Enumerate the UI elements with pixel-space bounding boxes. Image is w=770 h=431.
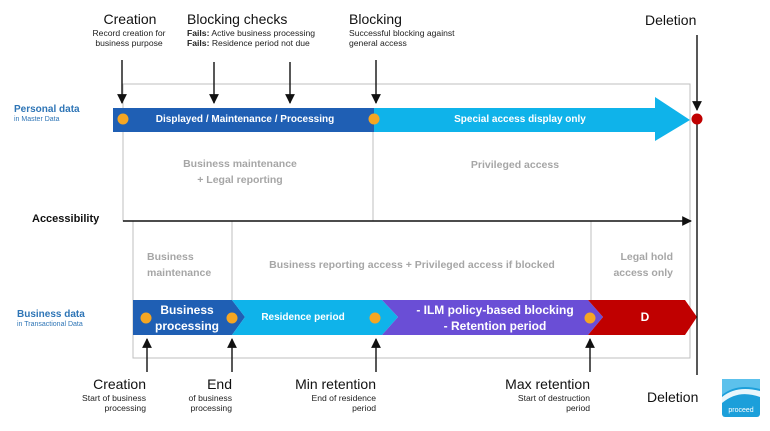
milestone-dot-creation [117,113,129,125]
blocking-checks-desc: Fails: Active business processing Fails:… [187,28,316,49]
seg-retention-line: - Retention period [443,318,547,333]
milestone-dot-max-retention [584,312,596,324]
fails-label: Fails: [187,28,210,38]
blocking-desc-line: Successful blocking against [349,28,455,38]
personal-area-business-line: Business maintenance [183,158,297,170]
min-retention-title: Min retention [295,376,376,392]
personal-bar-special [374,97,690,141]
end-title: End [207,376,232,392]
fails-label: Fails: [187,37,210,48]
max-retention-title: Max retention [505,376,590,392]
seg-processing-line: Business [160,303,214,317]
creation-top-desc: Record creation for business purpose [66,28,192,49]
business-seg-retention [382,300,603,335]
seg-processing-line: processing [154,318,220,333]
business-seg-destruction [588,300,697,335]
seg-retention-line: - ILM policy-based blocking [416,303,574,317]
blocking-title: Blocking [349,11,402,27]
milestone-dot-end [226,312,238,324]
proceed-logo: proceed [722,379,760,417]
business-area-legal-hold-line: access only [613,267,673,280]
business-data-sublabel: in Transactional Data [17,320,83,328]
seg-destruction-label: D [640,310,650,324]
blocking-desc-line: general access [349,37,407,48]
milestone-dot-blocking [368,113,380,125]
personal-bar-active-label: Displayed / Maintenance / Processing [155,114,335,125]
deletion-top-title: Deletion [645,12,697,28]
end-desc-line: of business [188,393,232,403]
personal-data-label: Personal data in Master Data [14,104,80,124]
deletion-bottom-title: Deletion [647,389,699,405]
business-area-maintenance: Business maintenance [147,249,211,282]
business-data-label: Business data in Transactional Data [17,309,85,329]
blocking-check-line: Fails: Residence period not due [187,37,315,49]
personal-area-business: Business maintenance + Legal reporting [150,156,330,189]
business-frame [132,220,691,359]
creation-bottom-desc-line: Start of business [81,393,146,403]
business-area-reporting: Business reporting access + Privileged a… [269,259,555,271]
creation-top-desc-line: Record creation for [92,28,166,38]
personal-bar-active [113,108,374,132]
seg-processing-label: Business processing [152,303,222,334]
personal-bar-special-label: Special access display only [454,114,586,125]
max-retention-desc: Start of destruction period [470,393,590,414]
business-area-legal-hold: Legal hold access only [590,249,673,282]
creation-top-title: Creation [103,11,157,27]
business-area-maintenance-line: maintenance [147,267,212,280]
creation-bottom-title: Creation [93,376,146,392]
min-retention-desc-line: End of residence [311,393,377,403]
creation-top-desc-line: business purpose [95,37,163,48]
fails-reason: Active business processing [209,28,316,38]
min-retention-desc: End of residence period [266,393,377,414]
fails-reason: Residence period not due [209,37,310,48]
max-retention-desc-line: period [566,402,590,413]
personal-data-title: Personal data [14,104,80,115]
business-data-title: Business data [17,309,85,320]
milestone-dot-deletion [691,113,703,125]
personal-frame [122,83,691,222]
personal-data-sublabel: in Master Data [14,115,60,123]
business-area-legal-hold-line: Legal hold [620,251,674,263]
business-area-maintenance-line: Business [147,251,194,263]
business-seg-processing [133,300,245,335]
blocking-desc: Successful blocking against general acce… [349,28,455,49]
personal-area-business-line: + Legal reporting [197,174,283,187]
blocking-checks-title: Blocking checks [187,11,288,27]
milestone-dot-min-retention [369,312,381,324]
business-seg-residence [232,300,398,335]
creation-bottom-desc-line: processing [104,402,146,413]
personal-area-privileged: Privileged access [470,159,560,171]
creation-bottom-desc: Start of business processing [46,393,146,414]
logo-wordmark: proceed [728,407,754,414]
accessibility-label: Accessibility [32,213,100,225]
end-desc-line: processing [190,402,232,413]
logo-mark-icon [722,379,760,417]
seg-retention-label: - ILM policy-based blocking - Retention … [405,303,585,334]
min-retention-desc-line: period [352,402,376,413]
max-retention-desc-line: Start of destruction [517,393,590,403]
blocking-check-line: Fails: Active business processing [187,28,316,39]
milestone-dot-start [140,312,152,324]
end-desc: of business processing [160,393,232,414]
seg-residence-label: Residence period [261,312,345,323]
